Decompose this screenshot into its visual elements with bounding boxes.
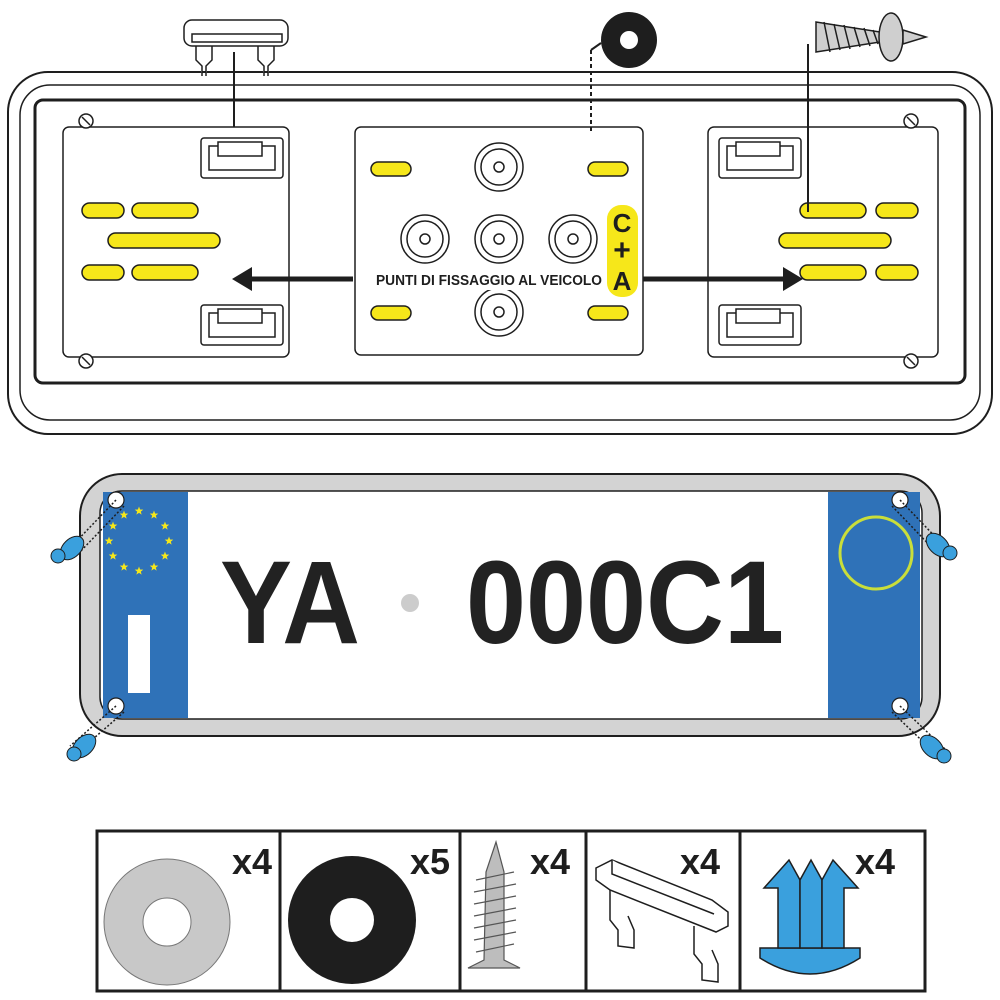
plate-left-text: YA bbox=[220, 537, 360, 669]
clip-callout-icon bbox=[183, 19, 289, 76]
right-band bbox=[828, 492, 920, 718]
plate-body bbox=[99, 490, 923, 720]
slot-center bbox=[587, 305, 629, 321]
rivet-icon bbox=[925, 532, 958, 561]
part-qty: x5 bbox=[410, 841, 450, 882]
part-qty: x4 bbox=[680, 841, 720, 882]
slot-center bbox=[587, 161, 629, 177]
rubber-washer-callout-icon bbox=[601, 12, 657, 68]
clip-slots bbox=[200, 137, 802, 346]
screw-callout-icon bbox=[815, 12, 929, 62]
rivets bbox=[50, 532, 958, 764]
boss-icon bbox=[474, 214, 524, 264]
rivet-part-icon bbox=[759, 858, 861, 975]
eu-stars-icon bbox=[104, 506, 174, 575]
washer-leader-line bbox=[590, 42, 602, 51]
parts-list: x4 x5 x4 x4 x4 bbox=[95, 829, 927, 993]
slot-center bbox=[370, 305, 412, 321]
badge-background bbox=[607, 205, 638, 297]
mounting-points-caption: PUNTI DI FISSAGGIO AL VEICOLO bbox=[376, 273, 602, 289]
eu-star-icon bbox=[160, 521, 170, 530]
boss-icon bbox=[474, 142, 524, 192]
slot-center bbox=[370, 161, 412, 177]
right-arrow-icon bbox=[643, 267, 803, 291]
mounting-points bbox=[400, 142, 598, 337]
slot-right bbox=[799, 202, 867, 219]
eu-star-icon bbox=[134, 506, 144, 515]
eu-star-icon bbox=[108, 521, 118, 530]
plate-separator-dot bbox=[401, 594, 419, 612]
screw-icon bbox=[467, 839, 521, 969]
slot-right bbox=[778, 232, 892, 249]
slot-left bbox=[131, 264, 199, 281]
clip-slot-icon bbox=[718, 304, 802, 346]
eu-star-icon bbox=[160, 551, 170, 560]
eu-star-icon bbox=[149, 510, 159, 519]
rivet-icon bbox=[66, 733, 97, 762]
mounting-slots bbox=[81, 161, 919, 321]
plate-right-text: 000C1 bbox=[466, 537, 784, 669]
slot-left bbox=[81, 202, 125, 219]
clip-slot-icon bbox=[718, 137, 802, 179]
rivet-icon bbox=[919, 734, 952, 764]
country-code-box bbox=[128, 615, 150, 693]
slot-right bbox=[875, 264, 919, 281]
part-qty: x4 bbox=[530, 841, 570, 882]
rivet-icon bbox=[50, 535, 85, 564]
boss-icon bbox=[474, 287, 524, 337]
slot-right bbox=[799, 264, 867, 281]
eu-star-icon bbox=[119, 510, 129, 519]
slot-right bbox=[875, 202, 919, 219]
part-qty: x4 bbox=[232, 841, 272, 882]
frame-diagram: C + A PUNTI DI FISSAGGIO AL VEICOLO bbox=[7, 12, 993, 435]
boss-icon bbox=[400, 214, 450, 264]
part-qty: x4 bbox=[855, 841, 895, 882]
eu-star-icon bbox=[134, 566, 144, 575]
slot-left bbox=[131, 202, 199, 219]
slot-left bbox=[107, 232, 221, 249]
clip-slot-icon bbox=[200, 304, 284, 346]
eu-star-icon bbox=[164, 536, 174, 545]
eu-star-icon bbox=[104, 536, 114, 545]
left-arrow-icon bbox=[232, 267, 353, 291]
slot-left bbox=[81, 264, 125, 281]
badge-plus: + bbox=[613, 234, 631, 267]
license-plate-diagram: I YA 000C1 bbox=[50, 473, 958, 764]
region-circle-icon bbox=[838, 515, 914, 591]
eu-star-icon bbox=[119, 562, 129, 571]
flat-washer-icon bbox=[103, 858, 231, 986]
rubber-washer-icon bbox=[288, 856, 416, 984]
corner-holes bbox=[78, 113, 919, 369]
badge-letter-top: C bbox=[613, 208, 632, 238]
eu-star-icon bbox=[108, 551, 118, 560]
badge-letter-bottom: A bbox=[613, 266, 632, 296]
eu-star-icon bbox=[149, 562, 159, 571]
clip-slot-icon bbox=[200, 137, 284, 179]
boss-icon bbox=[548, 214, 598, 264]
caption-backdrop bbox=[372, 268, 604, 290]
clip-icon bbox=[595, 859, 729, 983]
